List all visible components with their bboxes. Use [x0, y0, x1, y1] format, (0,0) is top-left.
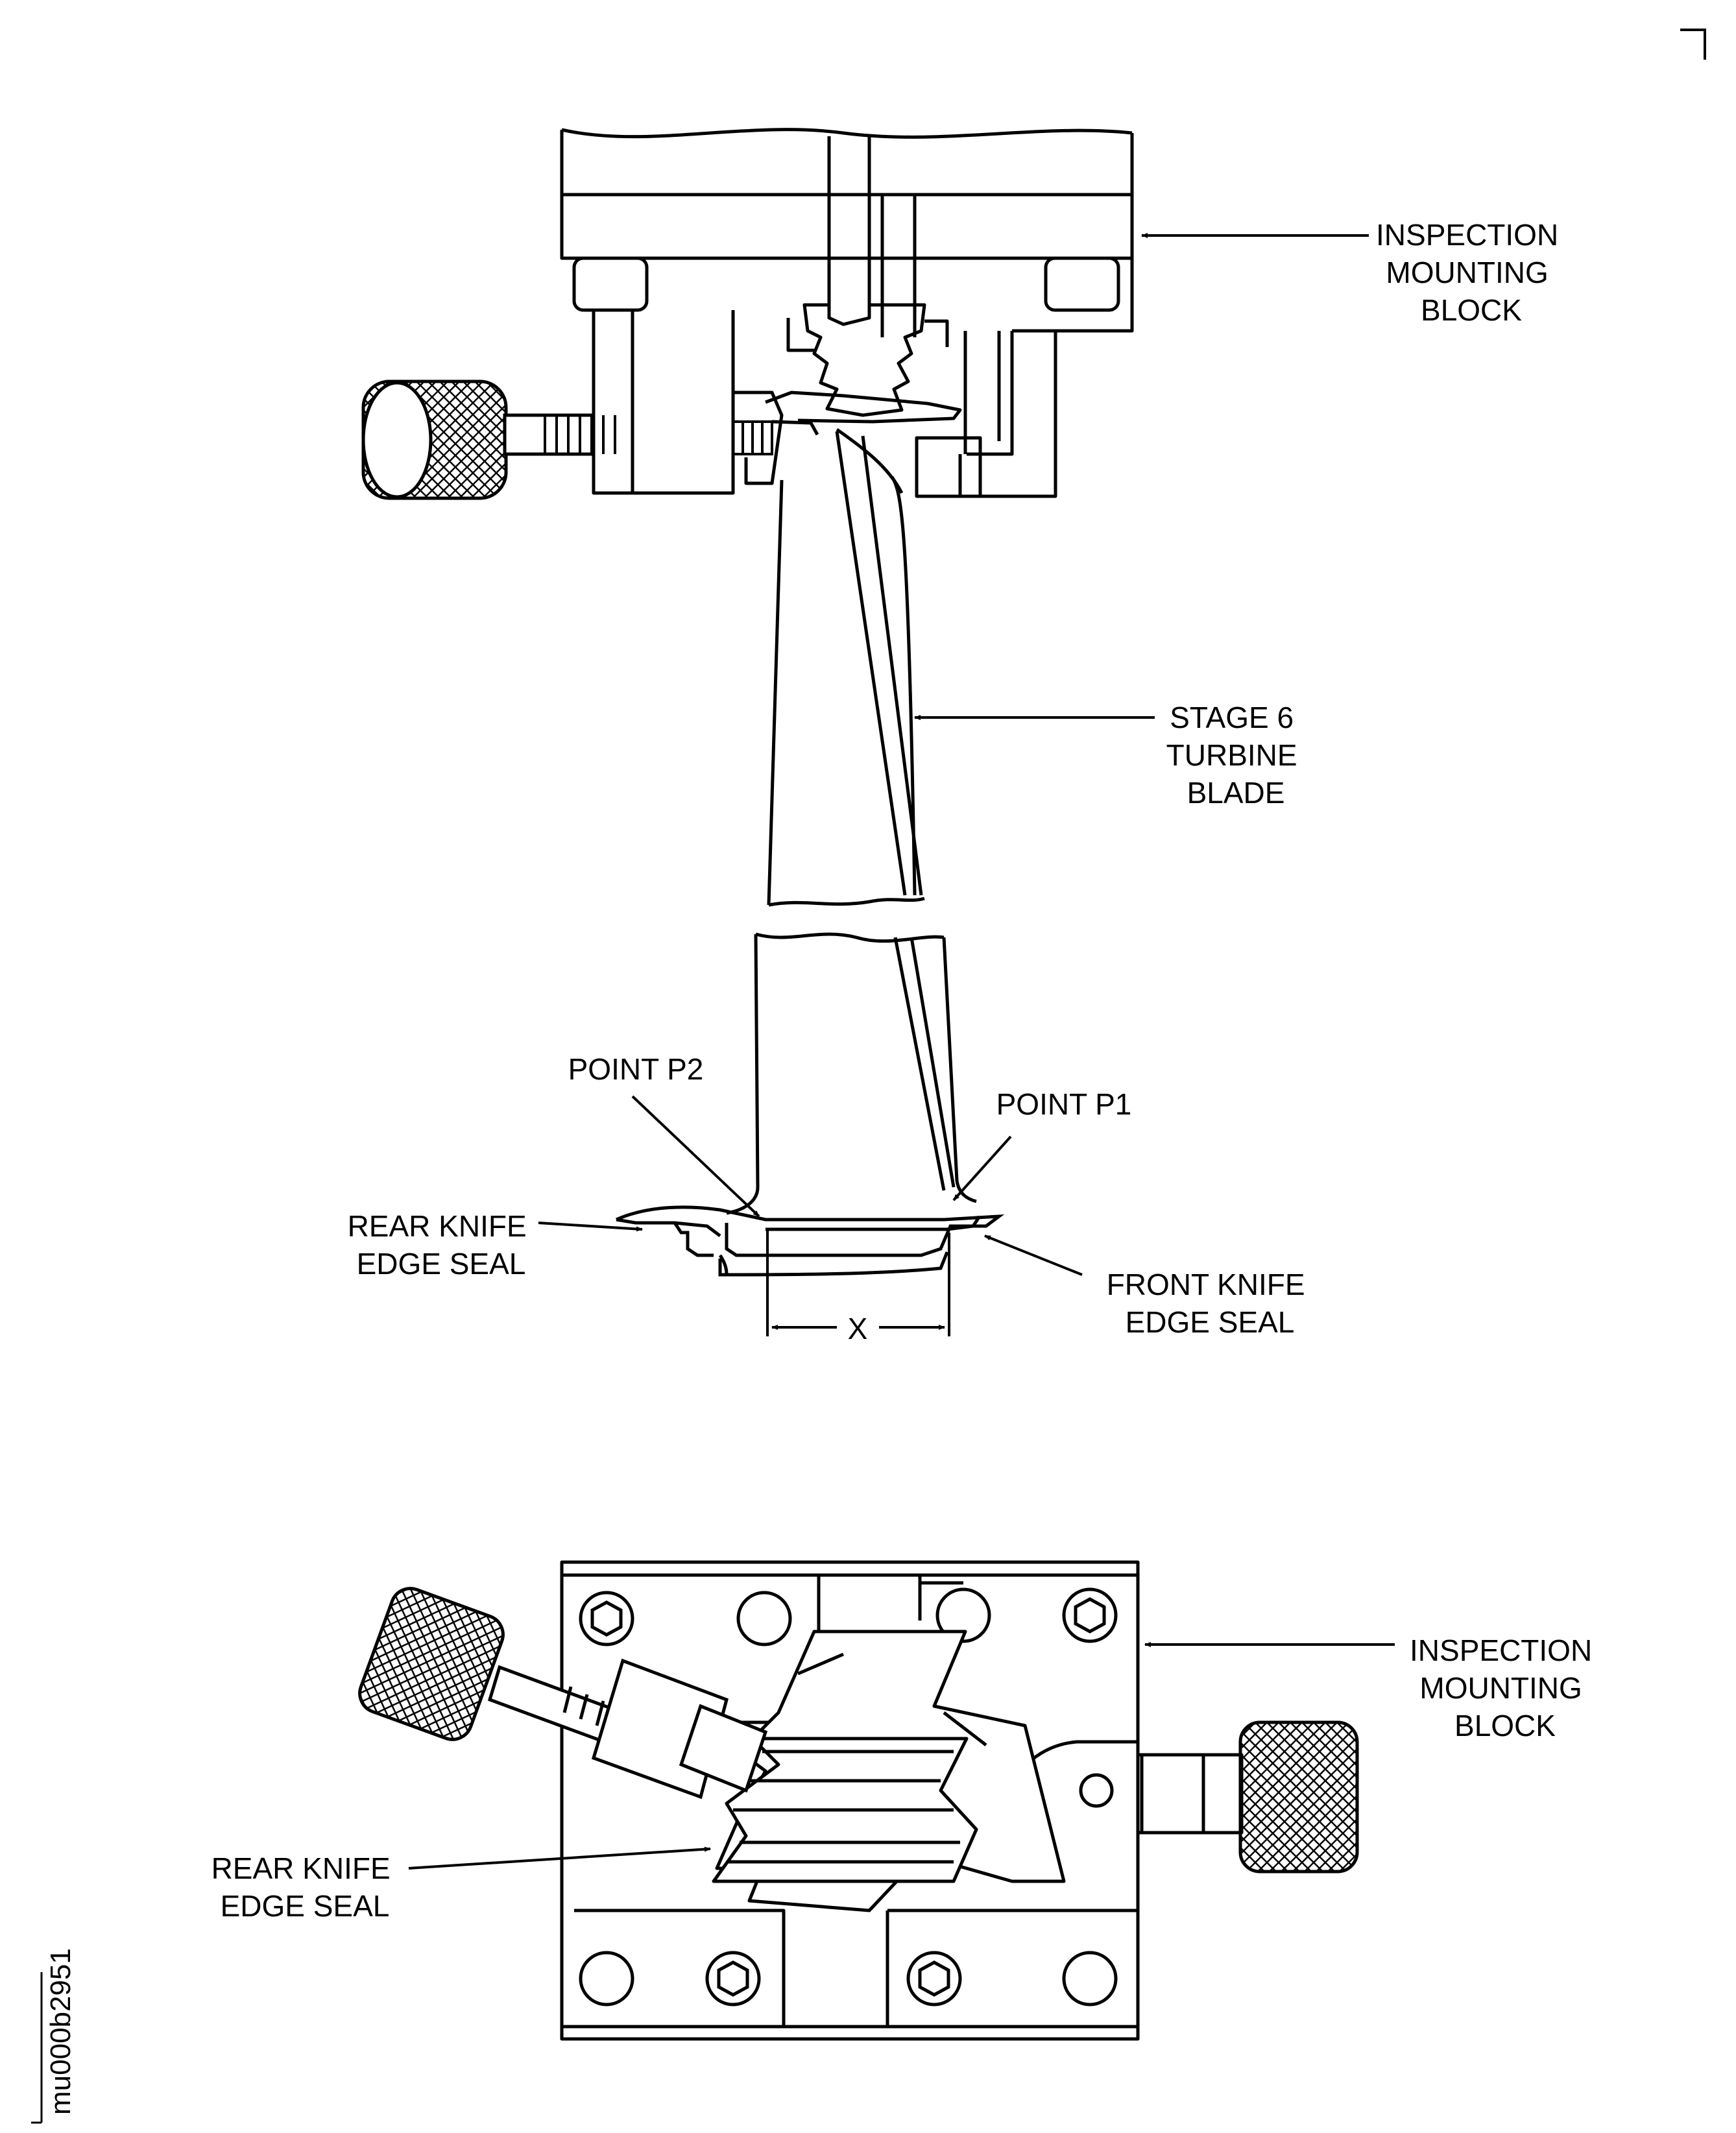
hole-tl	[736, 1591, 792, 1646]
turbine-blade-upper	[767, 428, 925, 907]
leader-lines-top	[538, 233, 1369, 1276]
leader-lines-bottom	[408, 1642, 1395, 1870]
knurled-knob-bl	[358, 1587, 505, 1741]
bottom-left-thumb-screw	[358, 1587, 768, 1800]
knob-face	[361, 381, 433, 499]
leader-front-seal	[984, 1235, 1083, 1276]
hole-right	[1079, 1773, 1114, 1808]
bottom-fasteners	[579, 1587, 1118, 2006]
bottom-mounting-block	[560, 1560, 1244, 2041]
hole-br	[1062, 1951, 1118, 2006]
label-rear-seal-top: REAR KNIFE EDGE SEAL	[348, 1209, 535, 1281]
leader-p1	[952, 1135, 1012, 1201]
turbine-blade-lower	[615, 932, 1005, 1336]
dimension-x-label: X	[848, 1312, 868, 1345]
label-point-p1: POINT P1	[996, 1087, 1132, 1121]
label-point-p2: POINT P2	[568, 1052, 704, 1086]
label-bottom-block: INSPECTION MOUNTING BLOCK	[1410, 1633, 1600, 1742]
corner-mark	[1680, 29, 1706, 60]
knurled-knob-br	[1238, 1720, 1359, 1874]
label-blade: STAGE 6 TURBINE BLADE	[1166, 701, 1306, 810]
leader-p2	[631, 1095, 760, 1218]
figure-code: mu000b2951	[31, 1948, 77, 2124]
figure-code-text: mu000b2951	[45, 1948, 77, 2115]
label-top-block: INSPECTION MOUNTING BLOCK	[1376, 218, 1567, 327]
dimension-x: X	[771, 1312, 945, 1345]
hole-tr	[935, 1587, 991, 1643]
label-front-seal: FRONT KNIFE EDGE SEAL	[1107, 1268, 1314, 1339]
bottom-blade-plan	[712, 1630, 1066, 1912]
callout-labels: INSPECTION MOUNTING BLOCK STAGE 6 TURBIN…	[211, 218, 1600, 1923]
top-mounting-block	[560, 128, 1134, 498]
label-rear-seal-bottom: REAR KNIFE EDGE SEAL	[211, 1851, 399, 1923]
top-thumb-screw	[361, 380, 773, 500]
leader-rear-seal-bottom	[408, 1846, 711, 1870]
leader-rear-seal-top	[538, 1222, 643, 1232]
hole-bl	[579, 1951, 634, 2006]
